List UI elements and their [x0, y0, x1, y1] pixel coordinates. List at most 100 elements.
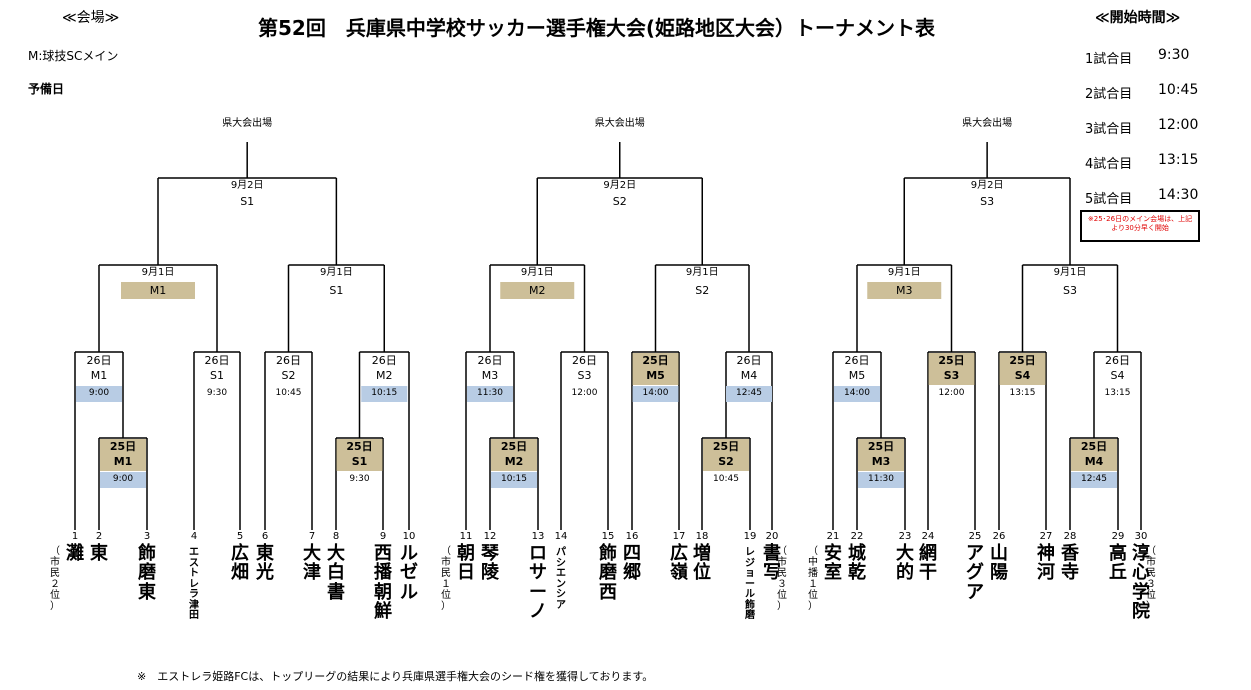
- team-name-char: 朝: [457, 543, 475, 564]
- team-name-char: 鮮: [374, 601, 392, 623]
- team-note-char: ）: [50, 601, 60, 612]
- team-number: 14: [554, 531, 568, 542]
- team-name-char: 日: [457, 562, 475, 584]
- team-name: 琴陵: [479, 544, 501, 583]
- team-name-char: シ: [556, 557, 566, 569]
- match-time: 11:30: [477, 388, 503, 398]
- match-date: 25日: [642, 354, 669, 367]
- match-field: S1: [210, 369, 224, 382]
- team-name-char: 西: [599, 581, 617, 603]
- schedule-label: 1試合目: [1085, 52, 1133, 67]
- reserve-day-label: 予備日: [28, 82, 65, 96]
- team-name-char: レ: [189, 578, 199, 590]
- team-number: 29: [1111, 531, 1125, 542]
- match-time: 12:45: [736, 388, 762, 398]
- team-number: 30: [1134, 531, 1148, 542]
- team-note-char: 市: [50, 557, 60, 568]
- page-title: 第52回 兵庫県中学校サッカー選手権大会(姫路地区大会）トーナメント表: [258, 16, 935, 40]
- team-name-char: ロ: [529, 543, 547, 564]
- team-name-char: ス: [189, 557, 199, 569]
- match-date: 26日: [86, 354, 112, 367]
- match-time: 13:15: [1104, 388, 1131, 398]
- time-highlight: [100, 472, 146, 488]
- venue-legend: M:球技SCメイン: [28, 49, 119, 63]
- team-name: 増位: [691, 544, 713, 583]
- match-date: 26日: [1105, 354, 1130, 367]
- match-time: 9:30: [349, 474, 370, 484]
- schedule-time: 13:15: [1158, 152, 1199, 168]
- main-venue-highlight: [491, 439, 537, 471]
- main-venue-highlight: [336, 439, 383, 471]
- team-note-char: （: [808, 546, 818, 557]
- team-name-char: 広: [670, 543, 688, 564]
- team-name: 飾磨東: [136, 543, 158, 603]
- match-field: M1: [90, 369, 108, 382]
- match-field: S1: [351, 455, 368, 468]
- team-number: 27: [1039, 531, 1053, 542]
- team-name-char: ジ: [745, 557, 755, 569]
- main-venue-highlight: [999, 353, 1046, 385]
- semifinal-field: M1: [149, 284, 167, 297]
- semifinal-field: M2: [529, 284, 546, 297]
- schedule-label: 3試合目: [1085, 122, 1133, 137]
- team-note-char: 位: [441, 590, 451, 601]
- time-highlight: [858, 472, 904, 488]
- team-number: 1: [71, 531, 79, 542]
- team-name-char: ー: [745, 578, 755, 590]
- match-field: M5: [848, 369, 866, 382]
- main-venue-highlight: [858, 439, 904, 471]
- team-note-char: 市: [1146, 557, 1156, 568]
- team-name: レジョール飾磨: [739, 547, 761, 622]
- team-name-char: 河: [1037, 562, 1055, 584]
- team-number: 17: [672, 531, 686, 542]
- team-name-char: ー: [529, 581, 547, 603]
- team-name-char: 飾: [599, 543, 617, 564]
- team-name-char: 畑: [231, 562, 249, 584]
- semifinal-field: S1: [329, 284, 344, 297]
- team-number: 20: [765, 531, 779, 542]
- team-name: 神河: [1035, 544, 1057, 583]
- team-name-char: ト: [189, 568, 199, 579]
- match-date: 25日: [500, 440, 528, 453]
- match-date: 26日: [477, 354, 503, 367]
- team-name-char: 飾: [138, 543, 156, 564]
- team-name-char: 東: [138, 581, 156, 603]
- match-field: M1: [113, 455, 133, 468]
- team-number: 23: [898, 531, 912, 542]
- team-name: エストレラ津田: [183, 547, 205, 622]
- team-name-char: 四: [623, 543, 641, 564]
- team-number: 8: [332, 531, 340, 542]
- match-time: 13:15: [1009, 388, 1036, 398]
- main-venue-highlight: [100, 439, 146, 471]
- match-time: 9:00: [112, 474, 134, 484]
- team-name-char: ル: [400, 543, 418, 564]
- match-date: 25日: [109, 440, 137, 453]
- team-note-char: １: [808, 579, 818, 590]
- team-note-char: １: [441, 579, 451, 590]
- schedule-time: 9:30: [1158, 47, 1190, 63]
- match-field: S2: [718, 455, 734, 468]
- schedule-time: 12:00: [1158, 117, 1199, 133]
- team-name-char: 位: [693, 562, 711, 584]
- team-name-char: 神: [1037, 543, 1055, 564]
- team-number: 3: [143, 531, 151, 542]
- team-number: 26: [992, 531, 1006, 542]
- time-highlight: [1071, 472, 1117, 488]
- team-number: 15: [601, 531, 615, 542]
- team-name-char: 増: [693, 543, 711, 564]
- semifinal-field: M3: [896, 284, 913, 297]
- team-number: 21: [826, 531, 840, 542]
- team-name: 灘: [64, 544, 86, 564]
- match-field: M4: [1084, 455, 1104, 468]
- final-date: 9月2日: [603, 180, 637, 191]
- team-name-char: 郷: [623, 562, 641, 584]
- team-name-char: 的: [896, 562, 914, 584]
- team-name: 山陽: [988, 544, 1010, 583]
- team-name-char: 広: [231, 543, 249, 564]
- note-box-text: ※25･26日のメイン会場は、上記より30分早く開始: [1087, 215, 1193, 233]
- team-name: 東光: [254, 544, 276, 583]
- team-name-char: 心: [1132, 562, 1150, 584]
- team-name: ルゼル: [398, 543, 420, 603]
- team-name-char: エ: [556, 568, 566, 579]
- team-name-char: サ: [529, 562, 547, 584]
